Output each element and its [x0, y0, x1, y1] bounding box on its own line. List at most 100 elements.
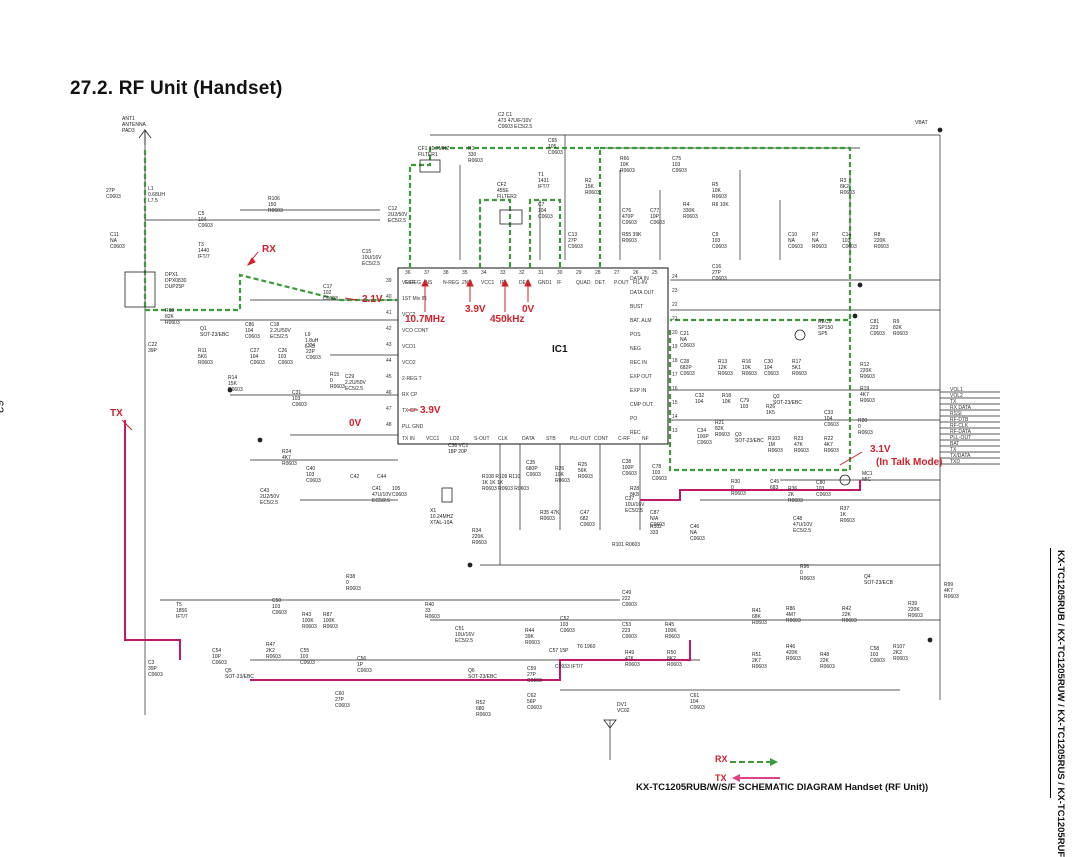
component-label-c27p: C0603 [106, 194, 121, 200]
component-label-c38: 100P [622, 465, 634, 471]
component-label-r50: R50 [667, 650, 676, 656]
component-label-r44: R0603 [525, 640, 540, 646]
component-label-c59: C0603 [527, 678, 542, 684]
component-label-r7: R0603 [812, 244, 827, 250]
component-label-r45: 100K [665, 628, 677, 634]
component-label-c86: C86 [245, 322, 254, 328]
component-label-c7: C7 [538, 202, 545, 208]
component-label-rec1: SP150 [818, 325, 833, 331]
ic1-pin-name-top: VCC1 [481, 280, 495, 286]
component-label-l1: L7.5 [148, 198, 158, 204]
component-label-r20: 0 [858, 424, 861, 430]
rx-signal-path [143, 146, 852, 472]
component-label-c27p: 27P [106, 188, 116, 194]
component-label-c53: C53 [622, 622, 631, 628]
component-label-r41: R0603 [752, 620, 767, 626]
component-label-c12: 2U2/50V [388, 212, 408, 218]
component-label-r21: 82K [715, 426, 725, 432]
component-label-q6: SOT-23/EBC [468, 674, 497, 680]
component-label-r52: 680 [476, 706, 485, 712]
ic1-pin-name-top: 2ND [462, 280, 472, 286]
component-label-c48: 47U/10V [793, 522, 813, 528]
ic1-pin-name-left: TX CP [402, 408, 417, 414]
connector-label: VOL2 [950, 393, 963, 399]
component-label-r13: 12K [718, 365, 728, 371]
component-label-c87: C87 [650, 510, 659, 516]
component-label-r28: 8K8 [630, 492, 639, 498]
component-label-r16: R0603 [742, 371, 757, 377]
ic1-pin-name-right: REC [630, 430, 641, 436]
component-label-r51: 2K7 [752, 658, 761, 664]
ic1-pin-name-top: DET. [595, 280, 606, 286]
component-label-c27: 104 [250, 354, 259, 360]
component-label-c29: 2.2U/50V [345, 380, 367, 386]
component-label-c21: C0603 [680, 343, 695, 349]
component-label-c14: C0603 [842, 244, 857, 250]
component-label-x1: X1 [430, 508, 436, 514]
component-label-r101: R101 R0603 [612, 542, 640, 548]
component-label-c47: C0603 [580, 522, 595, 528]
component-label-c17: C17 [323, 284, 332, 290]
component-label-r3: R3 [840, 178, 847, 184]
rx-annotation: RX [262, 244, 276, 255]
component-label-r12: R0603 [860, 374, 875, 380]
component-label-c45: 683 [770, 485, 779, 491]
component-label-c80: 103 [816, 486, 825, 492]
component-label-c21: C21 [680, 331, 689, 337]
component-label-c81: C81 [870, 319, 879, 325]
component-label-c10: C10 [788, 232, 797, 238]
component-label-r40: R40 [425, 602, 434, 608]
component-label-r11: 5K6 [198, 354, 207, 360]
component-label-r26b: 1K5 [766, 410, 775, 416]
ic1-pin-left-42: 42 [386, 326, 392, 332]
component-label-c62: C62 [527, 693, 536, 699]
component-label-c16: C0603 [712, 276, 727, 282]
component-label-r1: 330 [468, 152, 477, 158]
ic1-pin-top-36: 36 [405, 270, 411, 276]
ic1-pin-name-bottom: CLK [498, 436, 508, 442]
component-label-q4: SOT-23/ECB [864, 580, 894, 586]
component-label-c37: C37 [625, 496, 634, 502]
component-label-r2: 15K [585, 184, 595, 190]
component-label-r34: 220K [472, 534, 484, 540]
component-label-c17: 102 [323, 290, 332, 296]
component-label-c32: C32 [695, 393, 704, 399]
ic1-pin-name-bottom: LO2 [450, 436, 460, 442]
ic1-pin-name-right: DATA IN [630, 276, 649, 282]
ic1-pin-right-24: 24 [672, 274, 678, 280]
component-label-c52: C52 [560, 616, 569, 622]
legend-tx-arrow [732, 774, 740, 782]
page-title: 27.2. RF Unit (Handset) [70, 78, 283, 99]
component-label-r23: 47K [794, 442, 804, 448]
component-label-c35: 680P [526, 466, 538, 472]
component-label-c28: C0603 [680, 371, 695, 377]
component-label-c56: C0603 [357, 668, 372, 674]
mic-icon [839, 474, 851, 486]
component-label-c3: C3 [148, 660, 155, 666]
voltage-annotations: RX 2.1V 10.7MHz 3.9V 450kHz 0V TX 3.9V 0… [110, 244, 942, 468]
voltage-3-9v: 3.9V [465, 304, 486, 315]
component-label-r42: 22K [842, 612, 852, 618]
component-label-c78: C0603 [652, 476, 667, 482]
ic1-pin-name-right: NEG [630, 346, 641, 352]
component-label-r21: R0603 [715, 432, 730, 438]
ic1-pin-left-43: 43 [386, 342, 392, 348]
component-label-c40: C40 [306, 466, 315, 472]
component-label-c9: C9 [712, 232, 719, 238]
component-label-c43: EC5/2.5 [260, 500, 278, 506]
ic1-pin-name-left: VCO CONT [402, 328, 428, 334]
component-label-t3: 1440 [198, 248, 209, 254]
ic1-pin-name-left: 2-REG.T [402, 376, 422, 382]
ic1-pin-top-35: 35 [462, 270, 468, 276]
component-label-c58: 103 [870, 652, 879, 658]
ic1-pin-name-bottom: CONT [594, 436, 608, 442]
ic1-pin-name-left: VCO1 [402, 344, 416, 350]
component-label-c49: 222 [622, 596, 631, 602]
component-label-r43: 100K [302, 618, 314, 624]
component-label-c59: 27P [527, 672, 537, 678]
component-label-r108: 1K 1K 1K [482, 480, 504, 486]
duplexer-block [124, 271, 156, 308]
component-label-t1: IFT/7 [538, 184, 550, 190]
component-label-c76: 470P [622, 214, 634, 220]
